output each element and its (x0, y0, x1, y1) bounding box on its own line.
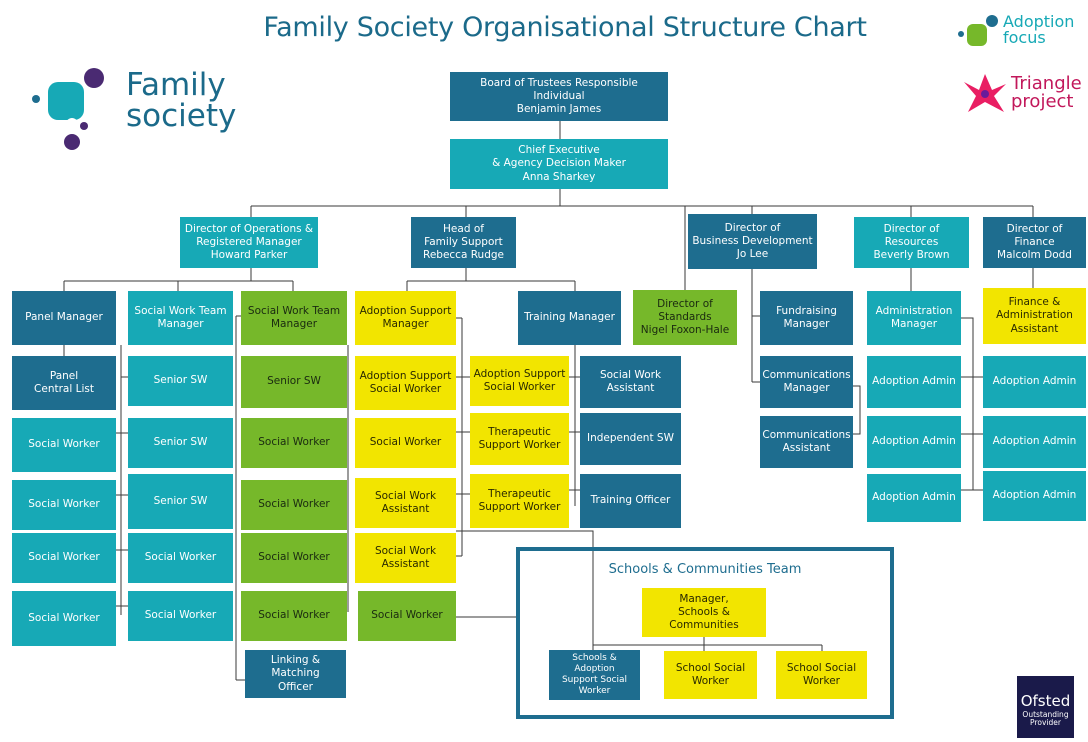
adoption-admin-box: Adoption Admin (867, 416, 961, 468)
family-society-wordmark: Family society (126, 67, 237, 134)
social-worker-box: Social Worker (241, 418, 347, 468)
schools-communities-manager-box: Manager,Schools & Communities (642, 588, 766, 637)
ofsted-name: Ofsted (1020, 692, 1071, 710)
senior-sw-box: Senior SW (241, 356, 347, 408)
social-worker-box: Social Worker (241, 591, 347, 641)
training-officer-box: Training Officer (580, 474, 681, 528)
social-worker-box: Social Worker (241, 533, 347, 583)
senior-sw-box: Senior SW (128, 474, 233, 529)
training-manager-box: Training Manager (518, 291, 621, 345)
adoption-focus-logo (958, 15, 998, 46)
senior-sw-box: Senior SW (128, 418, 233, 468)
schools-communities-team-title: Schools & Communities Team (608, 562, 802, 577)
social-worker-box: Social Worker (12, 480, 116, 530)
social-worker-box: Social Worker (12, 591, 116, 646)
social-worker-box: Social Worker (12, 533, 116, 583)
social-worker-box: Social Worker (128, 591, 233, 641)
ofsted-badge: Ofsted Outstanding Provider (1017, 676, 1074, 738)
family-society-logo (32, 68, 104, 150)
senior-sw-box: Senior SW (128, 356, 233, 406)
triangle-project-wordmark: Triangle project (1011, 73, 1082, 112)
board-of-trustees-box: Board of Trustees Responsible Individual… (450, 72, 668, 121)
social-worker-box: Social Worker (241, 480, 347, 530)
chart-title: Family Society Organisational Structure … (263, 12, 867, 43)
director-operations-box: Director of Operations &Registered Manag… (180, 217, 318, 268)
ofsted-rating: Outstanding Provider (1022, 710, 1069, 727)
social-worker-box: Social Worker (358, 591, 456, 641)
adoption-admin-box: Adoption Admin (983, 356, 1086, 408)
social-worker-box: Social Worker (128, 533, 233, 583)
adoption-admin-box: Adoption Admin (983, 416, 1086, 468)
panel-manager-box: Panel Manager (12, 291, 116, 345)
schools-communities-team-frame (516, 547, 894, 719)
social-worker-box: Social Worker (12, 418, 116, 472)
adoption-focus-wordmark: Adoption focus (1003, 12, 1075, 47)
adoption-admin-box: Adoption Admin (867, 356, 961, 408)
adoption-admin-box: Adoption Admin (867, 474, 961, 522)
social-worker-box: Social Worker (355, 418, 456, 468)
triangle-project-logo (964, 74, 1006, 112)
independent-sw-box: Independent SW (580, 413, 681, 465)
adoption-admin-box: Adoption Admin (983, 471, 1086, 521)
